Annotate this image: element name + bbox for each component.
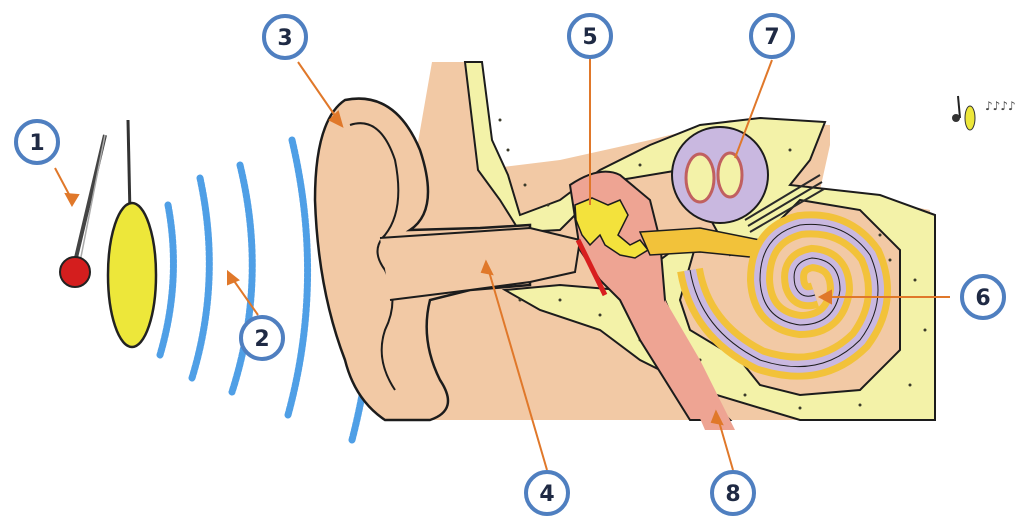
callout-1: 1 bbox=[16, 121, 58, 163]
striker-ball bbox=[60, 257, 90, 287]
sound-source bbox=[60, 120, 156, 347]
callout-2: 2 bbox=[241, 317, 283, 359]
callout-5-label: 5 bbox=[582, 25, 597, 50]
callout-3-label: 3 bbox=[277, 26, 292, 51]
vibrating-plate bbox=[108, 203, 156, 347]
sound-wave-1 bbox=[160, 205, 173, 355]
callout-6-label: 6 bbox=[975, 286, 990, 311]
semicircular-canal-b bbox=[718, 153, 742, 197]
callout-7: 7 bbox=[751, 15, 793, 57]
sound-wave-2 bbox=[192, 178, 209, 378]
callout-1-label: 1 bbox=[29, 131, 44, 156]
callout-2-label: 2 bbox=[254, 327, 269, 352]
callout-3: 3 bbox=[264, 16, 306, 58]
sound-wave-4 bbox=[288, 140, 308, 415]
music-note-1 bbox=[952, 114, 960, 122]
music-note-2 bbox=[965, 106, 975, 130]
plate-stem bbox=[128, 120, 130, 215]
callout-4-label: 4 bbox=[539, 482, 554, 507]
callout-4: 4 bbox=[526, 472, 568, 514]
semicircular-canal-a bbox=[686, 154, 714, 202]
music-note-glyphs: ♪♪♪♪ bbox=[985, 99, 1016, 113]
callout-8: 8 bbox=[712, 472, 754, 514]
callout-8-label: 8 bbox=[725, 482, 740, 507]
callout-6: 6 bbox=[962, 276, 1004, 318]
music-notes: ♪♪♪♪ bbox=[952, 96, 1016, 130]
callout-7-label: 7 bbox=[764, 25, 779, 50]
striker-rod-highlight bbox=[80, 135, 105, 262]
callout-5: 5 bbox=[569, 15, 611, 57]
